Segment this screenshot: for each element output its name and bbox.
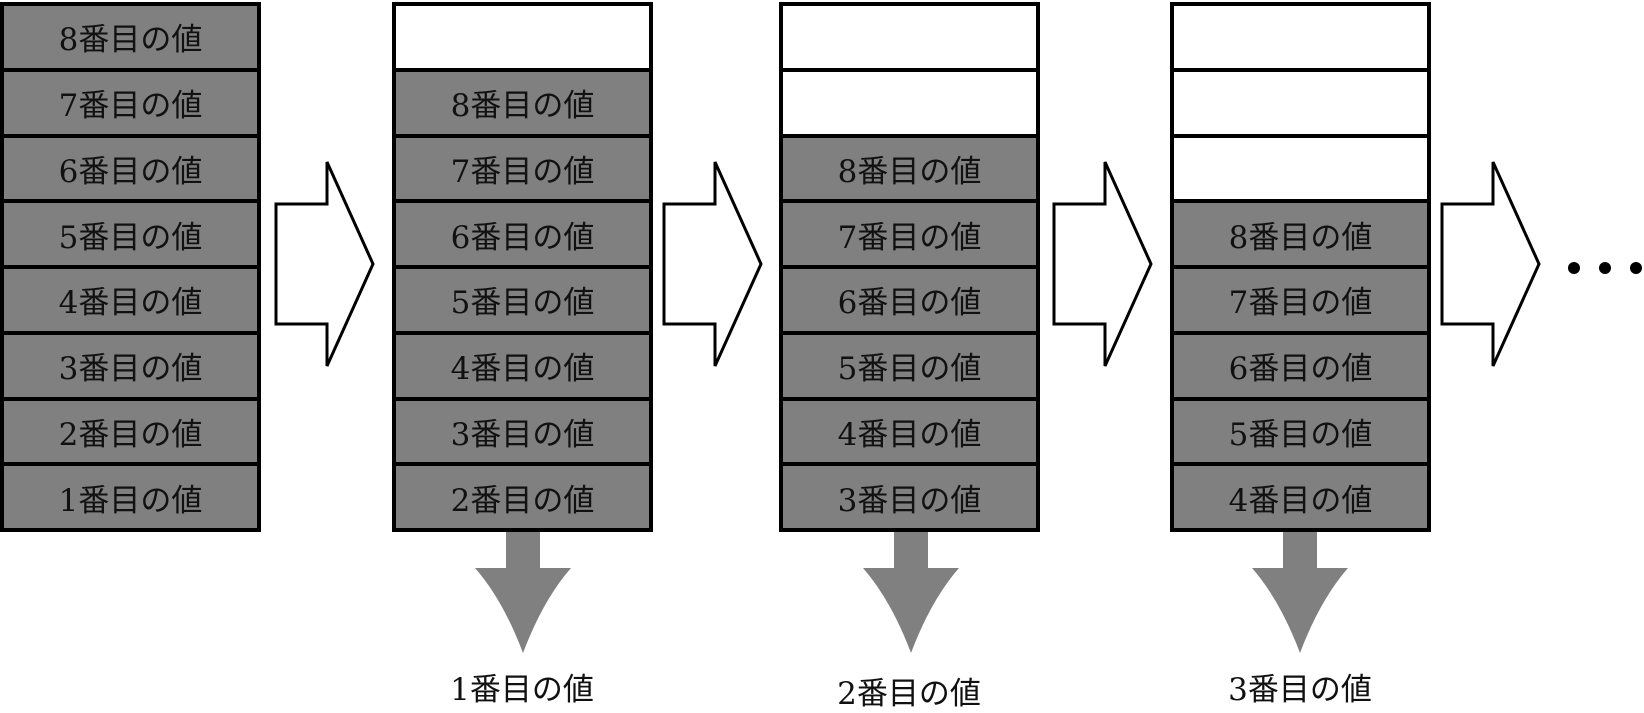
stack-cell-filled: 3番目の値 — [4, 334, 257, 401]
stack-cell-filled: 4番目の値 — [4, 269, 257, 335]
stack-step-3: 8番目の値 7番目の値 6番目の値 5番目の値 4番目の値 — [1170, 2, 1431, 532]
ellipsis-icon — [1568, 262, 1642, 274]
stack-cell-filled: 5番目の値 — [783, 334, 1036, 401]
stack-cell-filled: 6番目の値 — [1174, 334, 1427, 401]
stack-cell-filled: 5番目の値 — [396, 269, 649, 335]
right-arrow-icon — [662, 161, 763, 367]
stack-cell-filled: 8番目の値 — [4, 6, 257, 72]
output-label: 2番目の値 — [837, 676, 981, 712]
stack-cell-filled: 6番目の値 — [4, 137, 257, 204]
stack-cell-filled: 4番目の値 — [396, 334, 649, 401]
down-arrow-icon — [1252, 532, 1348, 653]
stack-cell-filled: 2番目の値 — [396, 466, 649, 528]
stack-step-2: 8番目の値 7番目の値 6番目の値 5番目の値 4番目の値 3番目の値 — [779, 2, 1040, 532]
stack-cell-filled: 3番目の値 — [783, 466, 1036, 528]
output-label: 1番目の値 — [450, 672, 594, 708]
stack-cell-filled: 2番目の値 — [4, 400, 257, 467]
stack-cell-filled: 6番目の値 — [783, 269, 1036, 335]
stack-cell-empty — [1174, 6, 1427, 72]
stack-cell-filled: 6番目の値 — [396, 203, 649, 269]
stack-step-0: 8番目の値 7番目の値 6番目の値 5番目の値 4番目の値 3番目の値 2番目の… — [0, 2, 261, 532]
stack-cell-filled: 7番目の値 — [396, 137, 649, 204]
down-arrow-icon — [475, 532, 571, 653]
stack-cell-filled: 8番目の値 — [396, 71, 649, 138]
stack-cell-empty — [783, 71, 1036, 138]
stack-cell-filled: 3番目の値 — [396, 400, 649, 467]
stack-cell-filled: 1番目の値 — [4, 466, 257, 528]
stack-cell-filled: 8番目の値 — [1174, 203, 1427, 269]
stack-cell-filled: 7番目の値 — [4, 71, 257, 138]
right-arrow-icon — [1052, 161, 1153, 367]
stack-cell-filled: 8番目の値 — [783, 137, 1036, 204]
stack-cell-empty — [396, 6, 649, 72]
output-label: 3番目の値 — [1228, 672, 1372, 708]
stack-cell-empty — [783, 6, 1036, 72]
stack-cell-filled: 4番目の値 — [783, 400, 1036, 467]
stack-step-1: 8番目の値 7番目の値 6番目の値 5番目の値 4番目の値 3番目の値 2番目の… — [392, 2, 653, 532]
right-arrow-icon — [1440, 161, 1541, 367]
stack-cell-filled: 4番目の値 — [1174, 466, 1427, 528]
stack-cell-filled: 7番目の値 — [783, 203, 1036, 269]
stack-cell-filled: 5番目の値 — [1174, 400, 1427, 467]
stack-cell-empty — [1174, 137, 1427, 204]
stack-cell-filled: 7番目の値 — [1174, 269, 1427, 335]
stack-cell-filled: 5番目の値 — [4, 203, 257, 269]
stack-cell-empty — [1174, 71, 1427, 138]
down-arrow-icon — [863, 532, 959, 653]
right-arrow-icon — [274, 161, 375, 367]
